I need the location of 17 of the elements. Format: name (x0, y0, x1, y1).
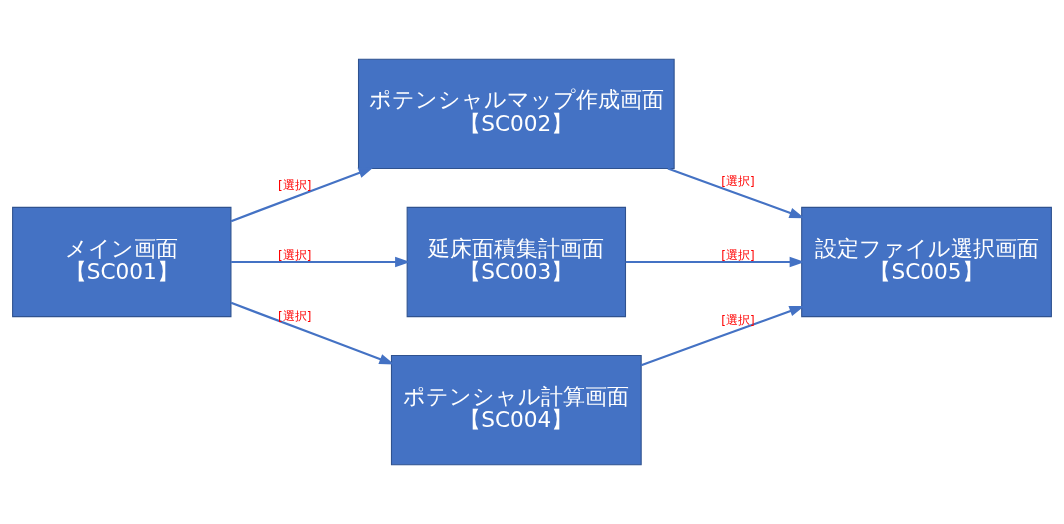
node-box: 設定ファイル選択画面 【SC005】 (801, 206, 1052, 318)
edge-label: [選択] (721, 313, 755, 328)
arrow (625, 256, 805, 268)
arrow (230, 301, 395, 365)
edge-label: [選択] (721, 174, 755, 189)
node-box: ポテンシャル計算画面 【SC004】 (390, 354, 642, 466)
arrow (231, 256, 411, 268)
arrow (667, 167, 805, 219)
edge-label: [選択] (278, 309, 312, 324)
arrow (230, 167, 374, 223)
node-box: 延床面積集計画面 【SC003】 (406, 206, 627, 318)
node-box: ポテンシャルマップ作成画面 【SC002】 (357, 58, 675, 170)
node-box: メイン画面 【SC001】 (12, 206, 232, 318)
edge-label: [選択] (721, 247, 755, 262)
edge-label: [選択] (278, 178, 312, 193)
arrow (640, 305, 805, 367)
edge-label: [選択] (278, 247, 312, 262)
